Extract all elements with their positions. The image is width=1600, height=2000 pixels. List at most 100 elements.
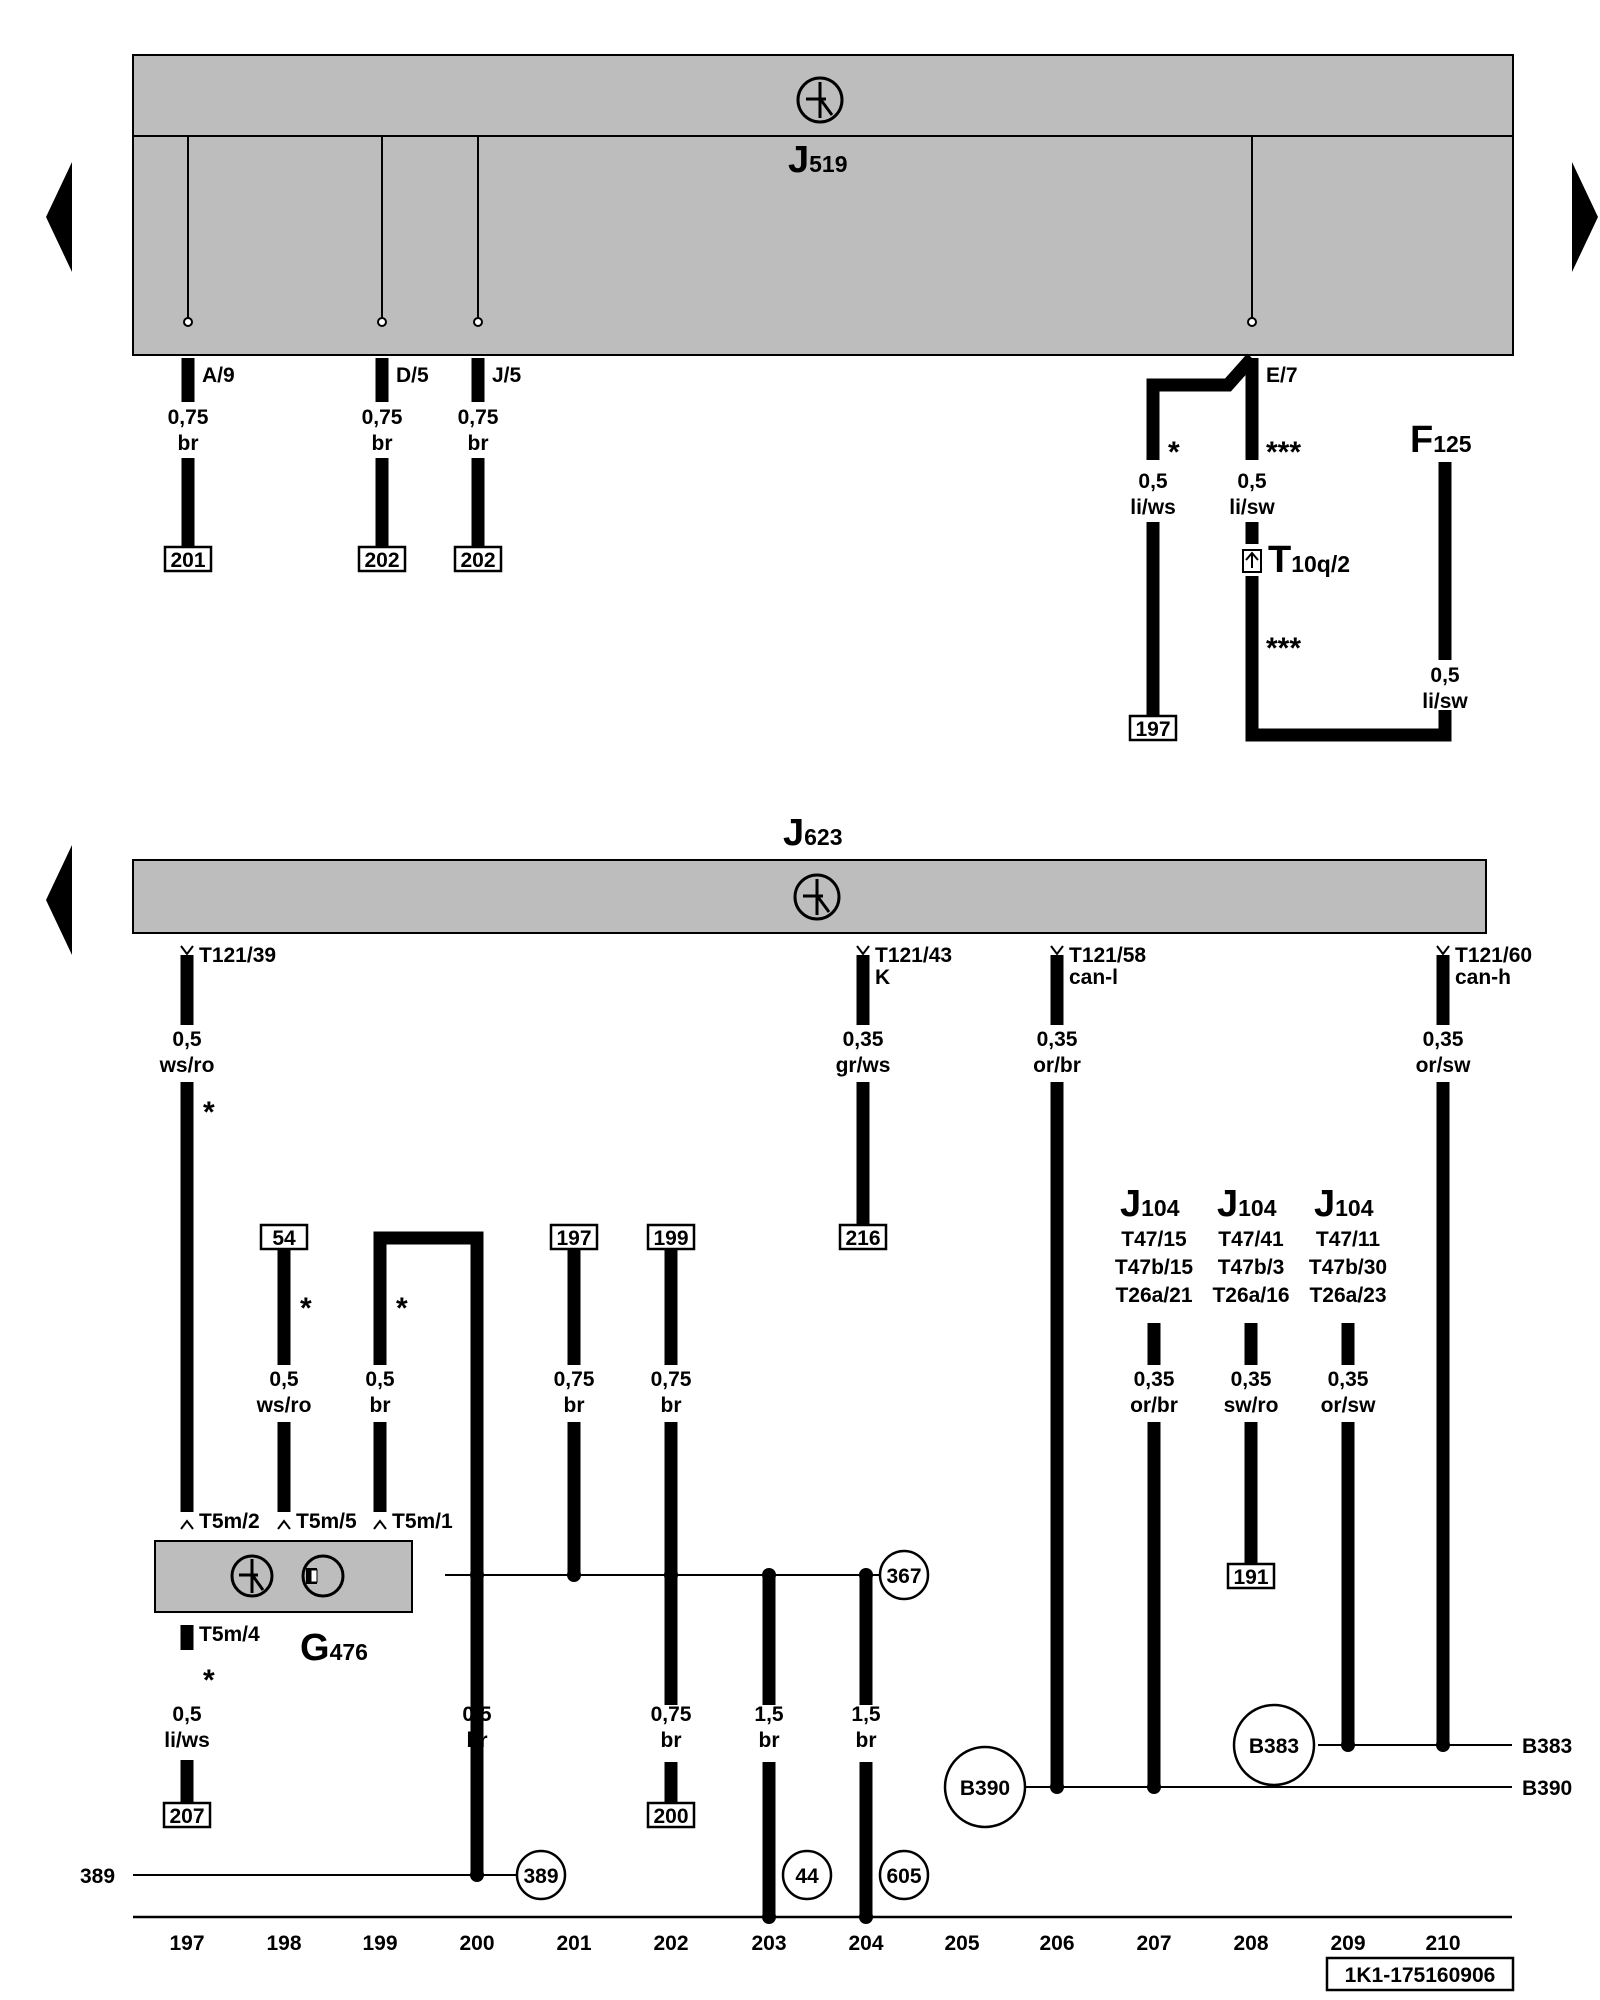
wire-size: 0,35 bbox=[1134, 1368, 1175, 1391]
column-number: 208 bbox=[1233, 1932, 1268, 1955]
sensor-pin: T5m/4 bbox=[199, 1623, 260, 1646]
circle-ref-389[interactable]: 389 bbox=[523, 1865, 558, 1888]
column-numbers: 197 198 199 200 201 202 203 204 205 206 … bbox=[169, 1932, 1460, 1955]
bus-label-b383: B383 bbox=[1522, 1735, 1572, 1758]
diagram-code: 1K1-175160906 bbox=[1345, 1964, 1496, 1987]
j104-pin: T47b/3 bbox=[1218, 1256, 1285, 1279]
footnote-star: * bbox=[1168, 436, 1180, 469]
top-wire-labels: 0,75 br 0,75 br 0,75 br 0,5 li/ws 0,5 li… bbox=[168, 406, 1469, 713]
ref-box-201[interactable]: 201 bbox=[170, 549, 205, 572]
column-number: 198 bbox=[266, 1932, 301, 1955]
circle-ref-b390[interactable]: B390 bbox=[960, 1777, 1010, 1800]
pin-label: T121/58 bbox=[1069, 944, 1146, 967]
nav-left-arrow-icon-2[interactable] bbox=[46, 845, 72, 955]
j104-pin: T26a/21 bbox=[1115, 1284, 1192, 1307]
wire-color: br bbox=[467, 1729, 488, 1752]
sensor-g476: T5m/2 T5m/5 T5m/1 T5m/4 G476 bbox=[154, 1510, 453, 1669]
ref-box-207[interactable]: 207 bbox=[169, 1805, 204, 1828]
ref-box-197[interactable]: 197 bbox=[1135, 718, 1170, 741]
control-unit-j623 bbox=[132, 859, 1487, 934]
circle-ref-367[interactable]: 367 bbox=[886, 1565, 921, 1588]
wire-size: 0,35 bbox=[1037, 1028, 1078, 1051]
wire-color: or/br bbox=[1033, 1054, 1081, 1077]
circle-ref-605[interactable]: 605 bbox=[886, 1865, 921, 1888]
nav-right-arrow-icon[interactable] bbox=[1572, 162, 1598, 272]
footnote-star: *** bbox=[1266, 436, 1301, 469]
pin-label: A/9 bbox=[202, 364, 235, 387]
footnote-star: *** bbox=[1266, 632, 1301, 665]
j104-pin: T47b/15 bbox=[1115, 1256, 1194, 1279]
wire-size: 0,75 bbox=[554, 1368, 595, 1391]
pin-label: T121/39 bbox=[199, 944, 276, 967]
pin-note: K bbox=[875, 966, 890, 989]
sensor-pin: T5m/1 bbox=[392, 1510, 453, 1533]
bottom-wires bbox=[180, 955, 1450, 1917]
wire-color: gr/ws bbox=[836, 1054, 891, 1077]
ref-box-202-b[interactable]: 202 bbox=[460, 549, 495, 572]
ref-box-200[interactable]: 200 bbox=[653, 1805, 688, 1828]
wire-color: li/ws bbox=[1130, 496, 1176, 519]
ref-box-202[interactable]: 202 bbox=[364, 549, 399, 572]
column-number: 199 bbox=[362, 1932, 397, 1955]
pin-label: J/5 bbox=[492, 364, 522, 387]
wire-size: 0,35 bbox=[1328, 1368, 1369, 1391]
ref-box-199[interactable]: 199 bbox=[653, 1227, 688, 1250]
wire-color: br bbox=[564, 1394, 585, 1417]
sensor-symbol-icon bbox=[230, 1554, 345, 1598]
j104-labels: J104 T47/15 T47b/15 T26a/21 J104 T47/41 … bbox=[1115, 1183, 1387, 1307]
wire-size: 0,5 bbox=[1237, 470, 1267, 493]
footnote-star: * bbox=[396, 1292, 408, 1325]
j104-pin: T47/15 bbox=[1121, 1228, 1187, 1251]
sensor-pin: T5m/2 bbox=[199, 1510, 260, 1533]
j104-pin: T47b/30 bbox=[1309, 1256, 1387, 1279]
j104-name: J104 bbox=[1314, 1183, 1374, 1225]
j104-pin: T47/41 bbox=[1218, 1228, 1284, 1251]
footnote-star: * bbox=[203, 1096, 215, 1129]
circle-ref-44[interactable]: 44 bbox=[795, 1865, 819, 1888]
wire-size: 0,5 bbox=[172, 1703, 202, 1726]
junction-dots bbox=[470, 1568, 1450, 1924]
svg-text:J519: J519 bbox=[788, 139, 848, 181]
j104-pin: T26a/16 bbox=[1212, 1284, 1289, 1307]
pin-label: T121/43 bbox=[875, 944, 952, 967]
wire-color: br bbox=[661, 1394, 682, 1417]
ref-box-197[interactable]: 197 bbox=[556, 1227, 591, 1250]
wire-size: 0,5 bbox=[172, 1028, 202, 1051]
wire-color: or/sw bbox=[1321, 1394, 1377, 1417]
wire-size: 0,75 bbox=[168, 406, 209, 429]
j519-sub: 519 bbox=[809, 151, 847, 177]
top-ref-boxes: 201 202 202 197 bbox=[163, 545, 1178, 742]
bottom-ref-boxes: 216 54 197 199 191 207 200 bbox=[162, 1223, 1276, 1829]
ref-box-191[interactable]: 191 bbox=[1233, 1566, 1268, 1589]
j104-pin: T26a/23 bbox=[1309, 1284, 1386, 1307]
wire-size: 0,5 bbox=[1138, 470, 1168, 493]
pin-label: E/7 bbox=[1266, 364, 1298, 387]
bus-label-389: 389 bbox=[80, 1865, 115, 1888]
connector-label: T10q/2 bbox=[1268, 539, 1350, 581]
nav-left-arrow-icon[interactable] bbox=[46, 162, 72, 272]
column-number: 204 bbox=[848, 1932, 883, 1955]
column-number: 210 bbox=[1425, 1932, 1460, 1955]
wire-size: 0,75 bbox=[362, 406, 403, 429]
bus-label-b390: B390 bbox=[1522, 1777, 1572, 1800]
j623-pins: T121/39 T121/43 K T121/58 can-l T121/60 … bbox=[180, 944, 1532, 989]
circle-ref-b383[interactable]: B383 bbox=[1249, 1735, 1299, 1758]
wire-size: 0,5 bbox=[462, 1703, 492, 1726]
wire-size: 0,35 bbox=[843, 1028, 884, 1051]
control-unit-symbol-icon bbox=[796, 76, 844, 124]
wire-color: br bbox=[468, 432, 489, 455]
wire-color: br bbox=[178, 432, 199, 455]
wire-color: li/sw bbox=[1422, 690, 1468, 713]
j104-name: J104 bbox=[1120, 1183, 1180, 1225]
ref-box-216[interactable]: 216 bbox=[845, 1227, 880, 1250]
wire-size: 1,5 bbox=[754, 1703, 784, 1726]
column-number: 203 bbox=[751, 1932, 786, 1955]
ref-box-54[interactable]: 54 bbox=[272, 1227, 296, 1250]
j104-name: J104 bbox=[1217, 1183, 1277, 1225]
footnote-star: * bbox=[203, 1664, 215, 1697]
wire-size: 0,5 bbox=[1430, 664, 1460, 687]
wire-color: br bbox=[759, 1729, 780, 1752]
pin-label: T121/60 bbox=[1455, 944, 1532, 967]
j104-pin: T47/11 bbox=[1316, 1228, 1381, 1251]
